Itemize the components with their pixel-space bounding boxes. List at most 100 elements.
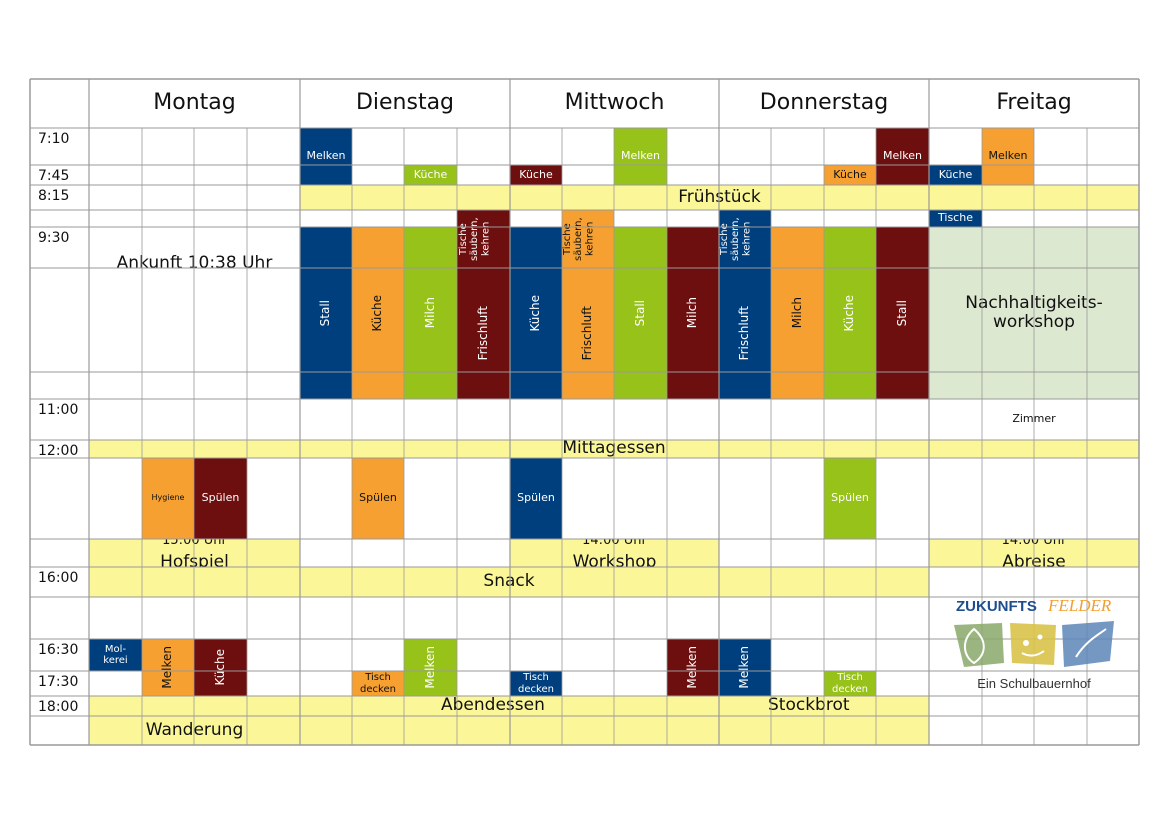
time-label-label: 11:00 (38, 402, 79, 418)
duty-chip-label: Frischluft (475, 306, 490, 361)
time-label-label: 8:15 (38, 188, 70, 204)
duty-chip: Küche (194, 639, 247, 696)
day-header-donnerstag-label: Donnerstag (759, 90, 889, 116)
nachhaltigkeit-workshop-block: Nachhaltigkeits-workshop (929, 227, 1139, 399)
duty-chip-label: Küche (370, 294, 385, 332)
time-label-label: 18:00 (38, 699, 79, 715)
duty-chip-label: Küche (528, 294, 543, 332)
mittagessen-block: Mittagessen (89, 440, 1139, 458)
time-label: 8:15 (30, 185, 89, 210)
duty-chip-label: Küche (519, 167, 553, 181)
ankunft-block: Ankunft 10:38 Uhr (89, 128, 300, 399)
duty-chip-label: Spülen (517, 491, 555, 505)
tische-saeubern-label: Tische säubern, kehren (719, 217, 753, 261)
ankunft-block-label: Ankunft 10:38 Uhr (116, 252, 273, 273)
duty-chip: Tische säubern, kehren (562, 210, 614, 268)
duty-chip: Frischluft (562, 268, 614, 399)
duty-chip-label: Küche (842, 294, 857, 332)
mittagessen-block-label: Mittagessen (562, 440, 666, 458)
duty-chip: Tisch decken (824, 671, 876, 696)
duty-chip: Melken (982, 128, 1034, 185)
time-label: 9:30 (30, 227, 89, 268)
duty-chip: Tisch decken (510, 671, 562, 696)
time-label: 16:30 (30, 639, 89, 671)
duty-chip: Spülen (194, 458, 247, 539)
duty-chip: Stall (614, 227, 667, 399)
hofspiel-block-time: 15:00 Uhr (162, 539, 227, 549)
time-label-label: 16:30 (38, 642, 79, 658)
duty-chip: Spülen (510, 458, 562, 539)
duty-chip: Tische säubern, kehren (457, 210, 510, 268)
molkerei-label: Mol- (104, 643, 127, 655)
duty-chip-label: Spülen (201, 491, 240, 505)
day-header-dienstag-label: Dienstag (355, 90, 455, 116)
duty-chip: Milch (404, 227, 457, 399)
tische-saeubern-label: Tische säubern, kehren (457, 217, 491, 261)
nachhaltigkeit-line: Nachhaltigkeits- (965, 292, 1103, 313)
molkerei-label: kerei (103, 655, 128, 666)
stockbrot-label: Stockbrot (768, 696, 850, 716)
duty-chip: Melken (404, 639, 457, 696)
time-label: 17:30 (30, 671, 89, 696)
duty-chip: Melken (876, 128, 929, 185)
day-header-donnerstag: Donnerstag (719, 79, 929, 128)
logo-word-zukunfts: ZUKUNFTS (956, 598, 1037, 615)
day-header-mittwoch-label: Mittwoch (564, 90, 665, 116)
time-label-label: 16:00 (38, 570, 79, 586)
day-header-montag-label: Montag (153, 90, 236, 116)
duty-chip: Stall (876, 227, 929, 399)
evening-block (300, 716, 510, 745)
fruehstueck-block-label: Frühstück (678, 186, 761, 207)
hofspiel-block-title: Hofspiel (160, 551, 229, 567)
zukunftsfelder-logo: ZUKUNFTS FELDER Ein Schulbauernhof (954, 596, 1114, 691)
duty-chip: Küche (824, 165, 876, 185)
abendessen-label: Abendessen (441, 696, 545, 716)
duty-chip: Spülen (824, 458, 876, 539)
duty-chip: Mol-kerei (89, 639, 142, 671)
duty-chip-label: Küche (938, 167, 973, 181)
snack-block-label: Snack (483, 571, 535, 592)
duty-chip: Küche (404, 165, 457, 185)
abendessen-block: Abendessen Stockbrot (89, 696, 929, 716)
duty-chip-label: Melken (685, 646, 700, 689)
workshop-block-title: Workshop (572, 551, 657, 567)
logo-word-felder: FELDER (1047, 596, 1112, 615)
duty-chip: Küche (510, 165, 562, 185)
duty-chip: Melken (614, 128, 667, 185)
time-label-label: 12:00 (38, 443, 79, 458)
day-header-dienstag: Dienstag (300, 79, 510, 128)
day-header-montag: Montag (89, 79, 300, 128)
duty-chip-label: Melken (882, 149, 923, 163)
duty-chip-label: Melken (306, 149, 346, 163)
time-label-label: 17:30 (38, 674, 79, 690)
duty-chip: Tisch decken (352, 671, 404, 696)
duty-chip-label: Küche (413, 167, 448, 181)
evening-block (719, 716, 929, 745)
snack-block: Snack (89, 567, 929, 597)
duty-chip-label: Milch (789, 297, 804, 329)
time-label: 12:00 (30, 440, 89, 458)
logo-tiles-icon (954, 621, 1114, 667)
duty-chip-label: Hygiene (151, 493, 185, 503)
time-label: 16:00 (30, 567, 89, 597)
duty-chip: Milch (667, 227, 719, 399)
time-label: 7:45 (30, 165, 89, 185)
time-label-label: 9:30 (38, 230, 70, 246)
day-header-mittwoch: Mittwoch (510, 79, 719, 128)
duty-chip-label: Melken (988, 149, 1028, 163)
duty-chip: Küche (510, 227, 562, 399)
time-label: 18:00 (30, 696, 89, 716)
duty-chip: Tische (929, 210, 982, 227)
zimmer-block-label: Zimmer (1012, 412, 1056, 426)
duty-chip: Melken (667, 639, 719, 696)
day-header-freitag: Freitag (929, 79, 1139, 128)
duty-chip: Melken (142, 639, 194, 696)
duty-chip-label: Melken (737, 646, 752, 689)
duty-chip: Stall (300, 227, 352, 399)
logo-tagline: Ein Schulbauernhof (977, 676, 1091, 691)
duty-chip-label: Milch (685, 297, 700, 329)
workshop-block-time: 14:00 Uhr (582, 539, 647, 549)
duty-chip: Frischluft (719, 268, 771, 399)
duty-chip-label: Melken (422, 646, 437, 689)
